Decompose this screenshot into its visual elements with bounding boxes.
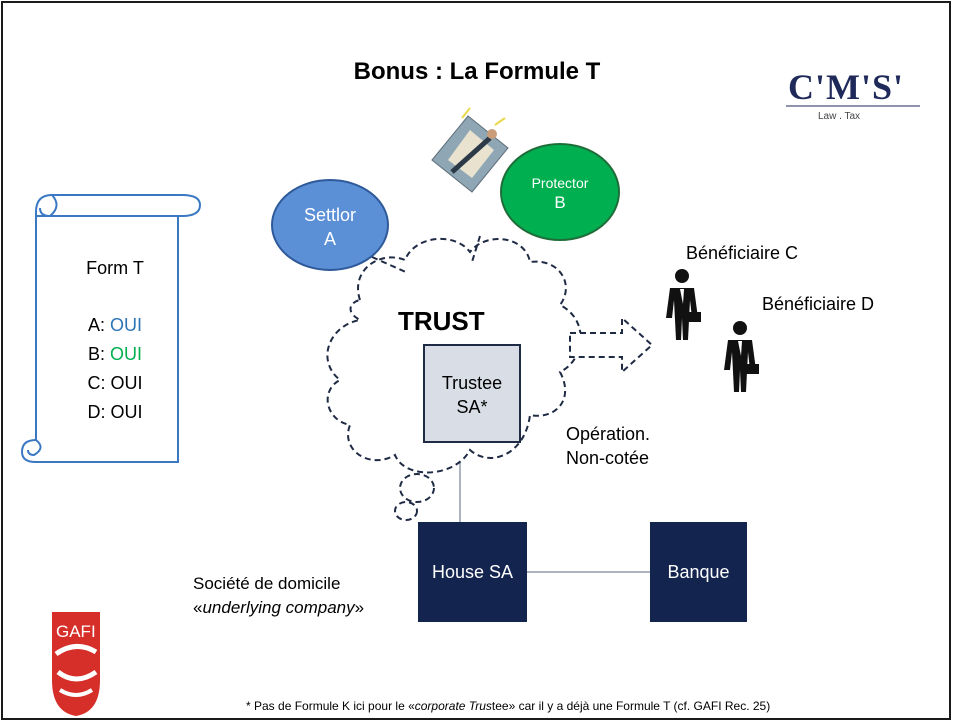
trust-label: TRUST [398,306,485,336]
operation-label: Opération. Non-cotée [566,424,651,468]
beneficiaire-d-label: Bénéficiaire D [762,294,875,314]
form-t-row-d: D: OUI [87,402,143,422]
form-t-row-c: C: OUI [87,373,143,393]
banque-box [650,522,747,622]
beneficiary-c-icon [666,269,701,340]
settlor-node [271,179,389,271]
gafi-logo [52,612,100,716]
trustee-box [423,344,521,443]
societe-domicile-label: Société de domicile «underlying company» [193,574,365,617]
gafi-logo-text: GAFI [56,622,96,641]
house-box [418,522,527,622]
protector-node [500,143,620,241]
protector-person-icon [431,107,509,193]
distribution-arrow [569,315,654,375]
form-t-row-a: A: OUI [87,315,143,335]
beneficiary-d-icon [724,321,759,392]
trustee-label: Trustee SA* [441,373,503,417]
house-sa-label: House SA [431,562,514,582]
cms-logo-tagline: Law . Tax [818,111,861,122]
protector-label: Protector B [531,175,589,212]
protector-trust-link [471,235,481,263]
settlor-trust-link [371,256,409,274]
banque-label: Banque [667,562,730,582]
beneficiaire-c-label: Bénéficiaire C [686,243,799,263]
slide-title: Bonus : La Formule T [353,58,601,85]
form-t-row-b: B: OUI [87,344,143,364]
form-t-heading: Form T [86,258,144,278]
form-t-scroll [20,194,202,463]
footnote: * Pas de Formule K ici pour le «corporat… [246,699,771,713]
cms-logo: C'M'S' [788,67,905,107]
settlor-label: Settlor A [303,205,357,249]
